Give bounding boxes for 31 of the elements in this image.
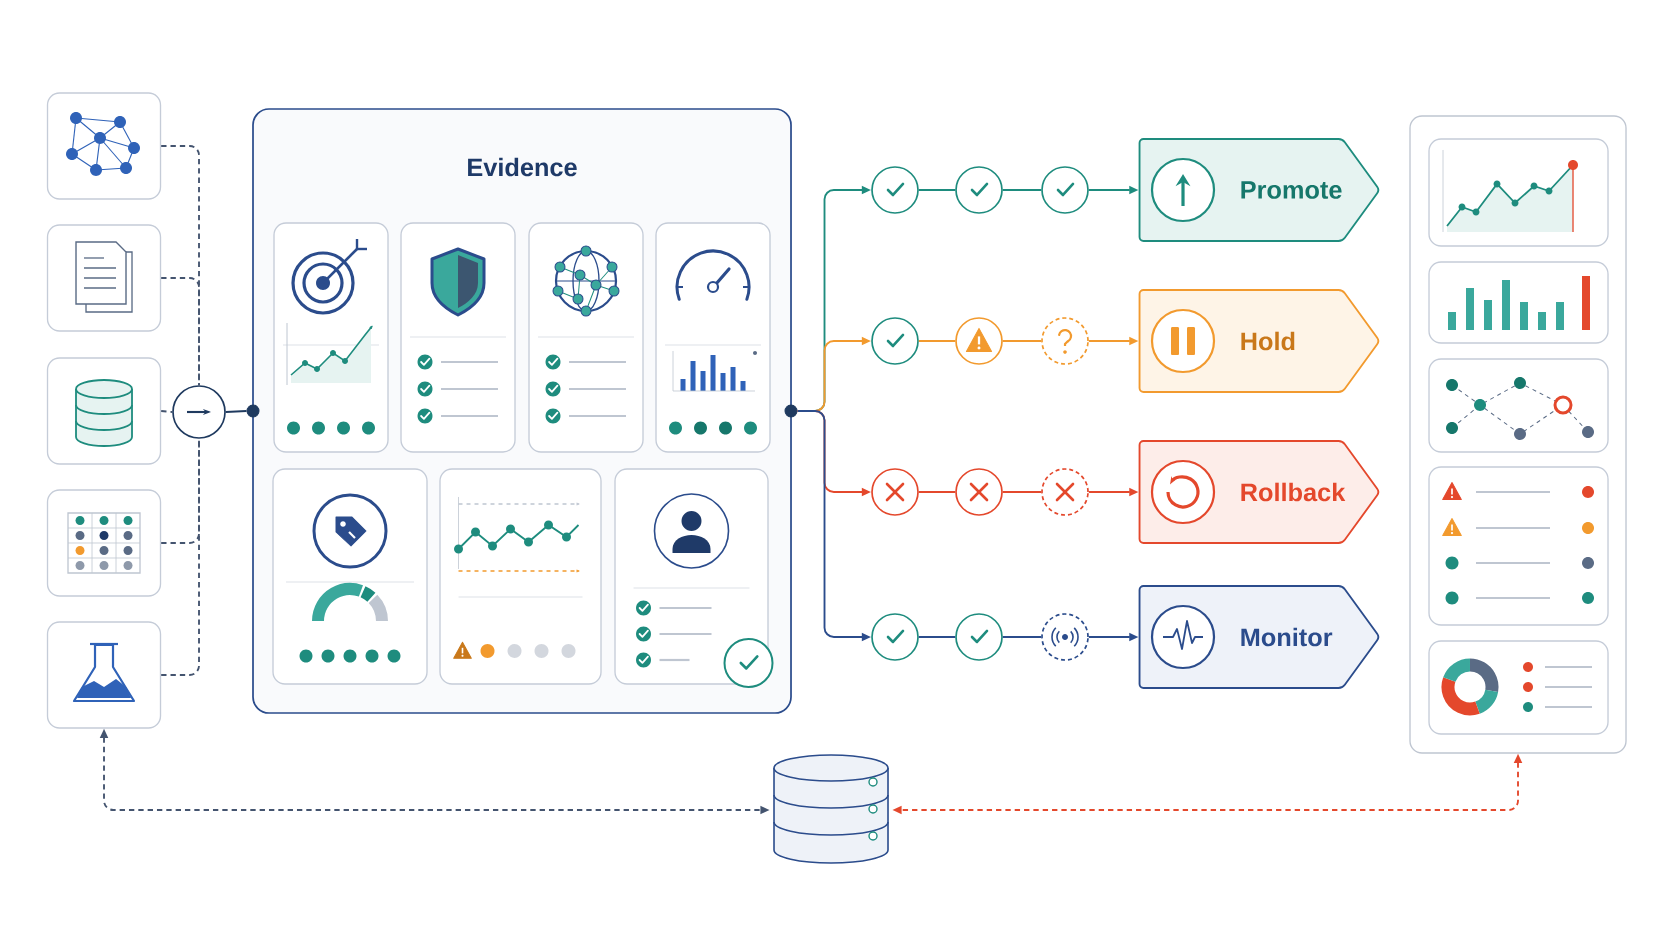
status-circle <box>955 613 1003 661</box>
status-circle <box>1041 166 1089 214</box>
source-card <box>46 92 162 200</box>
status-circle <box>871 468 919 516</box>
database <box>773 754 889 864</box>
connector-line <box>917 189 957 191</box>
connector-line <box>160 410 174 413</box>
connector-line <box>1001 491 1043 493</box>
status-circle <box>955 166 1003 214</box>
connector-line <box>160 145 200 387</box>
dashboard-card <box>1428 358 1609 453</box>
status-circle <box>955 468 1003 516</box>
status-circle <box>871 317 919 365</box>
connector-line <box>1001 636 1043 638</box>
connector-line <box>917 340 957 342</box>
connector-line <box>160 277 200 387</box>
dashboard-card <box>1428 466 1609 626</box>
connector-line <box>917 491 957 493</box>
status-circle <box>1041 613 1089 661</box>
status-circle <box>871 613 919 661</box>
arrow-circle <box>172 385 226 439</box>
connector-line <box>224 410 248 413</box>
status-circle <box>1041 468 1089 516</box>
connector-line <box>917 636 957 638</box>
evidence-card <box>439 468 602 685</box>
connector-line <box>1001 189 1043 191</box>
evidence-card <box>655 222 771 453</box>
connector-line <box>1001 340 1043 342</box>
status-circle <box>871 166 919 214</box>
status-circle <box>1041 317 1089 365</box>
evidence-card <box>528 222 644 453</box>
